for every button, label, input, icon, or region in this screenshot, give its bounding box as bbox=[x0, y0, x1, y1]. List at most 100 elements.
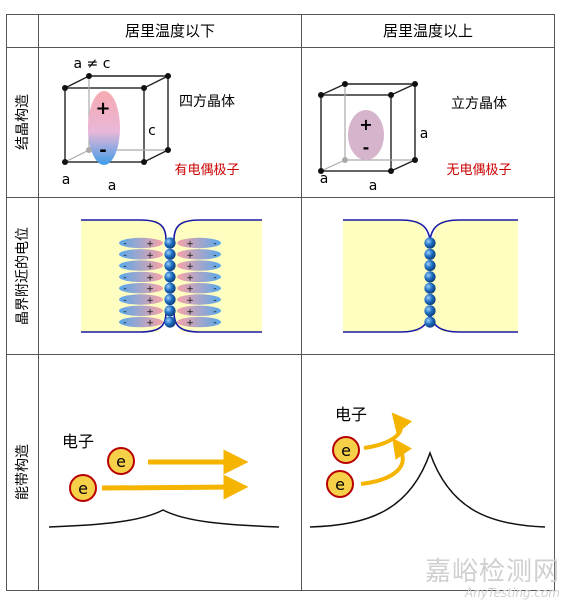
boundary-sphere bbox=[164, 248, 176, 260]
dipole-right bbox=[177, 249, 221, 260]
dipole-sign: - bbox=[123, 307, 126, 317]
cubic-dipole-label: 无电偶极子 bbox=[446, 163, 511, 178]
dipole-right bbox=[177, 294, 221, 305]
electron-symbol: e bbox=[341, 441, 351, 460]
electron-label-above: 电子 bbox=[335, 405, 367, 424]
tetragonal-top-label: a ≠ c bbox=[74, 56, 111, 72]
dipole-sign: + bbox=[186, 262, 194, 272]
watermark-en: AnyTesting.com bbox=[464, 586, 560, 600]
header-below-curie: 居里温度以下 bbox=[125, 22, 215, 40]
bounce-arrow-upper bbox=[363, 412, 413, 450]
boundary-sphere bbox=[164, 316, 176, 328]
grain-boundary-below: -++--++--++--++--++--++--++--++- bbox=[81, 219, 262, 333]
boundary-sphere bbox=[424, 305, 436, 317]
dipole-sign: + bbox=[186, 240, 194, 250]
cubic-plus: + bbox=[359, 115, 372, 134]
cubic-blob bbox=[348, 110, 384, 160]
dipole-array: -++--++--++--++--++--++--++--++- bbox=[119, 237, 221, 329]
band-structure-above: 电子 e e bbox=[309, 405, 546, 528]
dipole-sign: - bbox=[213, 307, 216, 317]
dipole-sign: + bbox=[186, 285, 194, 295]
dipole-sign: + bbox=[146, 262, 154, 272]
dipole-sign: - bbox=[213, 318, 216, 328]
row-label-band: 能带构造 bbox=[15, 444, 31, 500]
cubic-minus: - bbox=[363, 138, 370, 157]
tetragonal-minus: - bbox=[99, 140, 106, 161]
boundary-sphere bbox=[164, 293, 176, 306]
electron-label-below: 电子 bbox=[62, 432, 94, 451]
dipole-right bbox=[177, 283, 221, 294]
dipole-right bbox=[177, 271, 221, 283]
tetragonal-dipole-label: 有电偶极子 bbox=[174, 163, 239, 178]
dipole-sign: + bbox=[186, 307, 194, 317]
bounce-arrow-lower bbox=[360, 437, 412, 486]
dipole-sign: - bbox=[213, 262, 216, 272]
dipole-sign: + bbox=[146, 285, 154, 295]
electron-symbol: e bbox=[78, 479, 88, 498]
boundary-sphere bbox=[424, 271, 436, 283]
electron-icon: e bbox=[107, 447, 135, 475]
dipole-left bbox=[119, 283, 163, 294]
boundary-sphere bbox=[424, 316, 436, 328]
boundary-line-bottom-below bbox=[81, 311, 262, 333]
dipole-sign: + bbox=[146, 273, 154, 283]
tetragonal-crystal: + - a ≠ c c a a bbox=[62, 56, 171, 194]
cubic-type-label: 立方晶体 bbox=[451, 96, 507, 112]
high-barrier-curve bbox=[309, 450, 546, 528]
grain-right-above bbox=[430, 220, 518, 332]
dipole-sign: + bbox=[186, 273, 194, 283]
tetragonal-side-label: c bbox=[148, 123, 156, 139]
dipole-sign: - bbox=[213, 239, 216, 249]
boundary-sphere bbox=[424, 248, 436, 260]
boundary-sphere bbox=[164, 305, 176, 317]
dipole-sign: - bbox=[123, 318, 126, 328]
dipole-right bbox=[177, 237, 221, 249]
boundary-sphere bbox=[424, 260, 436, 272]
electron-arrow-lower bbox=[101, 474, 249, 500]
dipole-sign: - bbox=[123, 250, 126, 260]
electron-symbol: e bbox=[116, 452, 126, 471]
tetragonal-bottom-label-1: a bbox=[62, 172, 71, 188]
watermark-cn: 嘉峪检测网 bbox=[424, 557, 560, 587]
dipole-left bbox=[119, 305, 163, 316]
tetragonal-type-label: 四方晶体 bbox=[179, 94, 235, 110]
dipole-sign: + bbox=[146, 296, 154, 306]
dipole-right bbox=[177, 305, 221, 316]
dipole-sign: + bbox=[186, 296, 194, 306]
dipole-sign: + bbox=[146, 307, 154, 317]
electron-icon: e bbox=[332, 436, 360, 464]
dipole-sign: + bbox=[146, 319, 154, 329]
boundary-sphere bbox=[164, 271, 176, 283]
cubic-crystal: + - a a a bbox=[318, 81, 428, 194]
cubic-bottom-label-1: a bbox=[320, 171, 329, 187]
dipole-sign: + bbox=[186, 251, 194, 261]
boundary-sphere-column bbox=[424, 237, 436, 328]
boundary-sphere-column bbox=[164, 237, 176, 328]
boundary-sphere bbox=[164, 282, 176, 294]
dipole-left bbox=[119, 316, 163, 328]
watermark: 嘉峪检测网 AnyTesting.com bbox=[425, 559, 560, 599]
dipole-sign: - bbox=[123, 262, 126, 272]
dipole-left bbox=[119, 271, 163, 283]
band-structure-below: 电子 e e bbox=[48, 432, 280, 528]
dipole-sign: - bbox=[123, 284, 126, 294]
cubic-side-label: a bbox=[420, 126, 429, 142]
row-label-structure: 结晶构造 bbox=[15, 94, 31, 150]
electron-icon: e bbox=[326, 470, 354, 498]
tetragonal-bottom-label-2: a bbox=[108, 178, 117, 194]
dipole-sign: + bbox=[146, 251, 154, 261]
electron-symbol: e bbox=[335, 475, 345, 494]
boundary-sphere bbox=[164, 260, 176, 272]
dipole-right bbox=[177, 260, 221, 271]
dipole-sign: - bbox=[123, 296, 126, 306]
grain-left-above bbox=[343, 220, 430, 332]
dipole-left bbox=[119, 294, 163, 305]
dipole-sign: - bbox=[213, 296, 216, 306]
dipole-sign: - bbox=[213, 250, 216, 260]
tetragonal-dipole-blob bbox=[88, 91, 120, 165]
grain-boundary-above bbox=[343, 219, 518, 333]
boundary-sphere bbox=[164, 237, 176, 249]
dipole-sign: - bbox=[213, 273, 216, 283]
cubic-bottom-label-2: a bbox=[369, 178, 378, 194]
dipole-sign: - bbox=[123, 273, 126, 283]
